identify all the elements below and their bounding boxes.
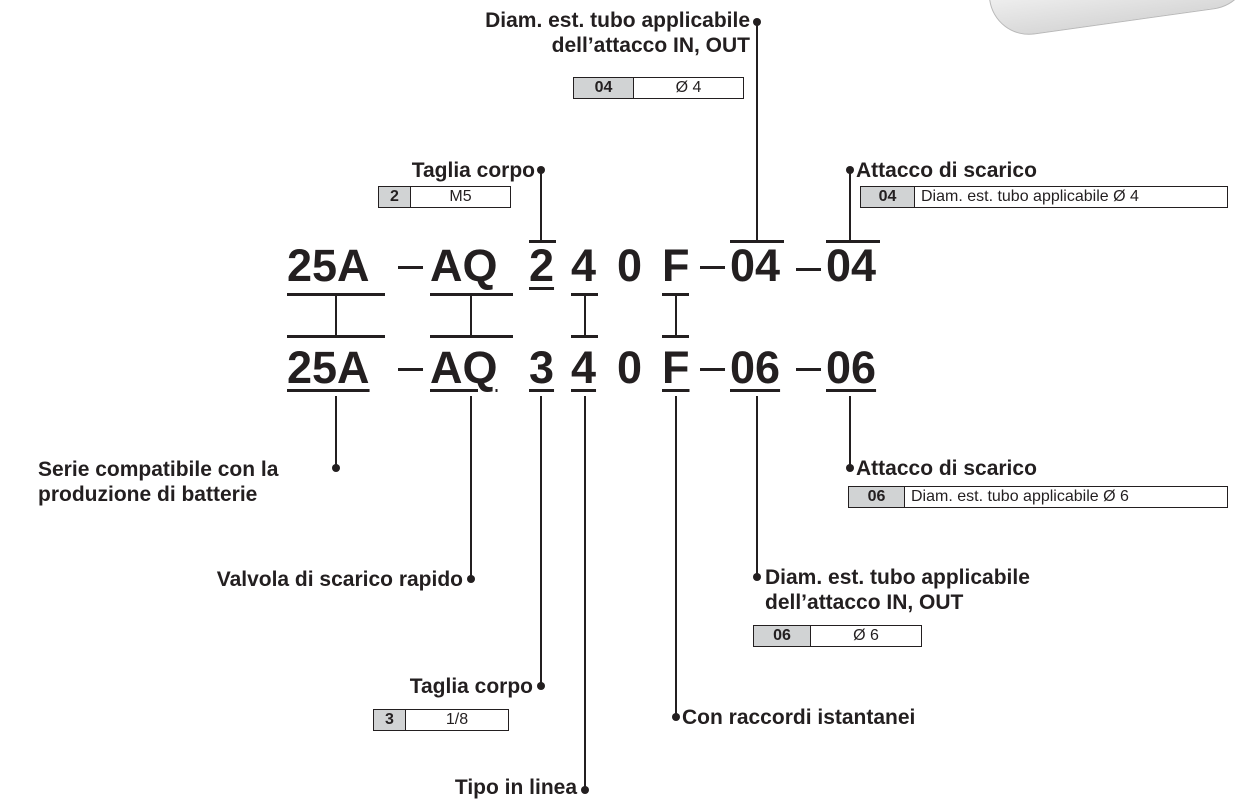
- row2-valve: AQ: [430, 342, 498, 393]
- row1-fitting-bar: [662, 293, 689, 296]
- bottom-inout-label: Diam. est. tubo applicabile dell’attacco…: [765, 566, 1030, 614]
- row1-size: 2: [529, 240, 555, 291]
- bottom-exhaust-label: Attacco di scarico: [856, 457, 1037, 480]
- code-cell: 2: [378, 186, 411, 208]
- value-cell: Diam. est. tubo applicabile Ø 4: [914, 186, 1228, 208]
- row2-fitting: F: [662, 342, 690, 393]
- row1-zero: 0: [617, 240, 643, 291]
- series-connector: [335, 295, 337, 337]
- product-photo: [987, 0, 1239, 40]
- value-cell: Ø 4: [633, 77, 744, 99]
- row1-separator: –: [700, 238, 726, 289]
- code-cell: 06: [753, 625, 811, 647]
- top-exhaust-label: Attacco di scarico: [856, 159, 1037, 182]
- series-label: Serie compatibile con la produzione di b…: [38, 458, 279, 506]
- row2-size: 3: [529, 342, 555, 393]
- row2-fitting-overbar: [662, 335, 689, 338]
- top-inout-table: 04 Ø 4: [573, 77, 744, 99]
- row2-type: 4: [571, 342, 597, 393]
- valve-leader: [470, 396, 472, 576]
- top-size-table: 2 M5: [378, 186, 511, 208]
- row2-separator: –: [796, 340, 822, 391]
- valve-dot: [467, 575, 475, 583]
- row1-separator: –: [796, 240, 822, 291]
- inline-dot: [581, 786, 589, 794]
- row2-valve-overbar: [430, 335, 513, 338]
- series-dot: [332, 464, 340, 472]
- series-leader: [335, 396, 337, 466]
- row2-series: 25A: [287, 342, 370, 393]
- row1-separator: –: [398, 238, 424, 289]
- bottom-exhaust-dot: [846, 464, 854, 472]
- row1-inout-overbar: [730, 240, 784, 243]
- row1-exhaust-overbar: [826, 240, 880, 243]
- row1-series-bar: [287, 293, 385, 296]
- row2-exhaust: 06: [826, 342, 877, 393]
- row2-series-overbar: [287, 335, 385, 338]
- fitting-label: Con raccordi istantanei: [682, 706, 916, 729]
- row2-separator: –: [700, 340, 726, 391]
- top-exhaust-leader: [849, 170, 851, 240]
- bottom-inout-leader: [756, 396, 758, 576]
- row1-valve-bar: [430, 293, 513, 296]
- bottom-inout-dot: [753, 573, 761, 581]
- top-inout-leader: [756, 22, 758, 240]
- row1-series: 25A: [287, 240, 370, 291]
- code-cell: 04: [860, 186, 915, 208]
- value-cell: Diam. est. tubo applicabile Ø 6: [904, 486, 1228, 508]
- fitting-dot: [672, 713, 680, 721]
- row1-inout: 04: [730, 240, 781, 291]
- fitting-connector: [675, 295, 677, 337]
- value-cell: 1/8: [405, 709, 509, 731]
- row1-exhaust: 04: [826, 240, 877, 291]
- value-cell: Ø 6: [810, 625, 922, 647]
- inline-leader: [584, 396, 586, 789]
- bottom-size-dot: [537, 682, 545, 690]
- inline-label: Tipo in linea: [454, 776, 577, 799]
- row1-type: 4: [571, 240, 597, 291]
- bottom-size-label: Taglia corpo: [409, 675, 533, 698]
- value-cell: M5: [410, 186, 511, 208]
- top-size-label: Taglia corpo: [411, 159, 535, 182]
- row2-zero: 0: [617, 342, 643, 393]
- row2-type-overbar: [571, 335, 598, 338]
- top-inout-label: Diam. est. tubo applicabile dell’attacco…: [485, 9, 750, 57]
- bottom-size-table: 3 1/8: [373, 709, 509, 731]
- code-cell: 04: [573, 77, 634, 99]
- row2-separator: –: [398, 340, 424, 391]
- row1-fitting: F: [662, 240, 690, 291]
- type-connector: [584, 295, 586, 337]
- row2-inout: 06: [730, 342, 781, 393]
- bottom-inout-table: 06 Ø 6: [753, 625, 922, 647]
- bottom-size-leader: [540, 396, 542, 686]
- code-cell: 06: [848, 486, 905, 508]
- valve-connector: [470, 295, 472, 337]
- fitting-leader: [675, 396, 677, 716]
- row1-valve: AQ: [430, 240, 498, 291]
- bottom-exhaust-leader: [849, 396, 851, 468]
- valve-label: Valvola di scarico rapido: [216, 568, 463, 591]
- code-cell: 3: [373, 709, 406, 731]
- top-size-leader: [540, 170, 542, 240]
- bottom-exhaust-table: 06 Diam. est. tubo applicabile Ø 6: [848, 486, 1228, 508]
- top-exhaust-table: 04 Diam. est. tubo applicabile Ø 4: [860, 186, 1228, 208]
- row1-type-bar: [571, 293, 598, 296]
- row1-size-overbar: [529, 240, 556, 243]
